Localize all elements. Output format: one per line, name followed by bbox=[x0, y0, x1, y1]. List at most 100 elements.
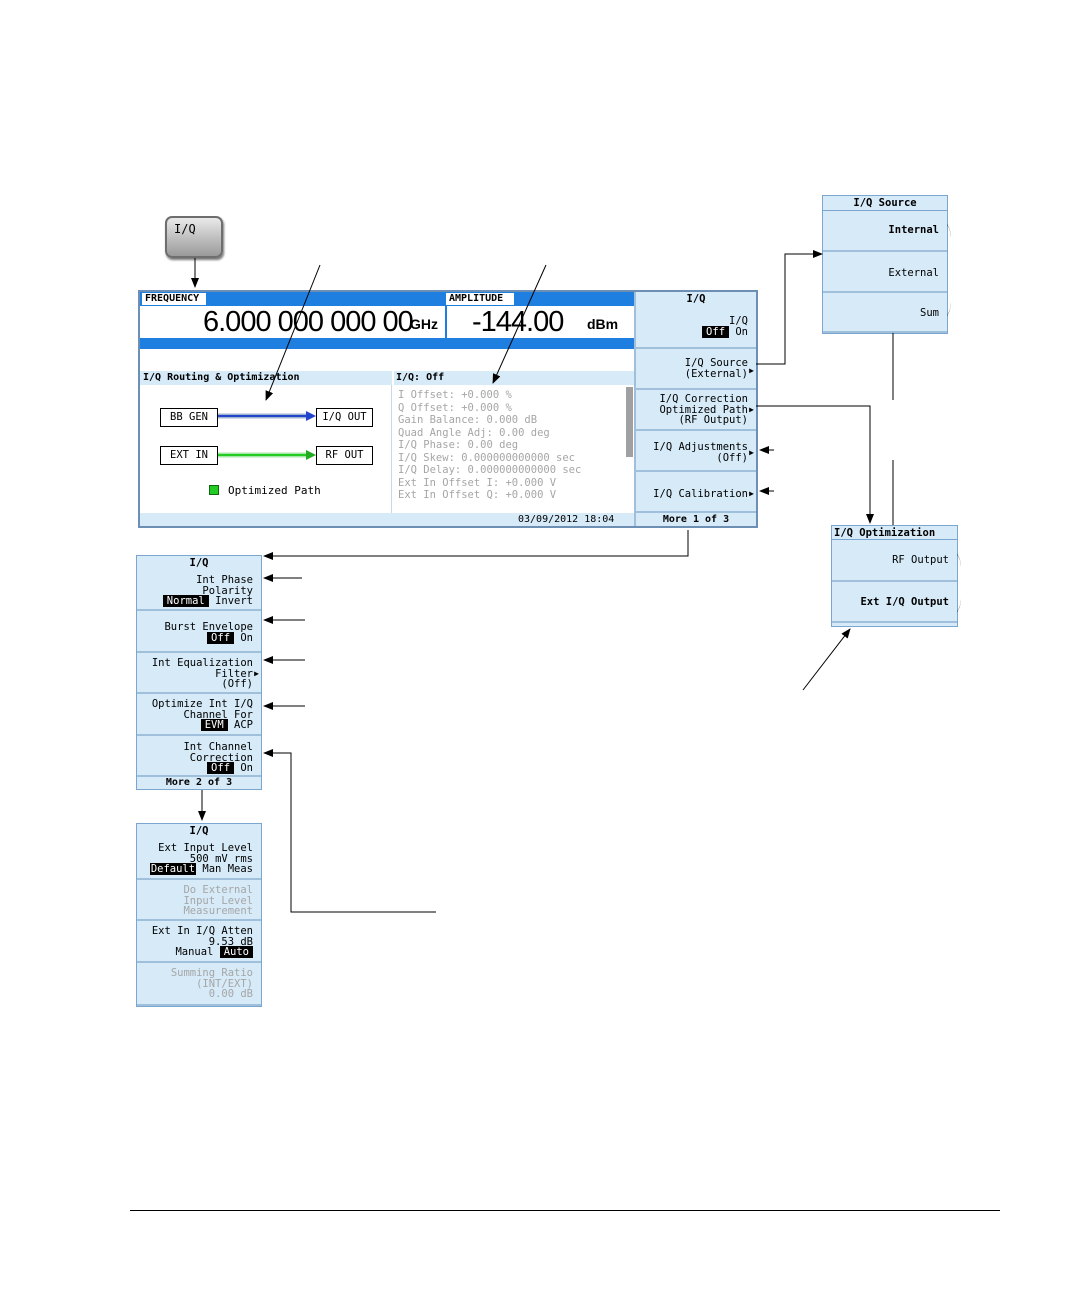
atten-auto-selected: Auto bbox=[219, 946, 253, 958]
optimization-menu-link bbox=[756, 405, 874, 524]
param-iq-delay: I/Q Delay: 0.000000000000 sec bbox=[398, 464, 582, 476]
amplitude-unit: dBm bbox=[587, 316, 619, 332]
int-phase-polarity-softkey[interactable]: Int Phase Polarity Normal Invert bbox=[137, 570, 261, 611]
source-menu-link bbox=[756, 250, 823, 365]
iq-status-title: I/Q: Off bbox=[394, 371, 634, 385]
iq-on-option: On bbox=[735, 325, 748, 338]
iq-correction-value: (RF Output) bbox=[678, 414, 748, 426]
green-path-arrow bbox=[306, 450, 316, 460]
frequency-area[interactable]: 6.000 000 000 00 GHz bbox=[140, 306, 444, 338]
phase-label: Int Phase bbox=[196, 574, 253, 586]
more-2-of-3[interactable]: More 2 of 3 bbox=[165, 777, 233, 788]
iq-source-value: (External) bbox=[684, 367, 748, 380]
softkey-menu-2: I/Q Int Phase Polarity Normal Invert Bur… bbox=[136, 555, 262, 790]
ext-level-default-selected: Default bbox=[149, 863, 197, 875]
iq-calibration-softkey[interactable]: I/Q Calibration ▶ bbox=[636, 472, 756, 513]
chcorr-label: Int Channel bbox=[183, 741, 253, 753]
source-external-softkey[interactable]: External bbox=[823, 252, 947, 293]
amplitude-area[interactable]: -144.00 dBm bbox=[445, 306, 634, 338]
burst-envelope-softkey[interactable]: Burst Envelope Off On bbox=[137, 611, 261, 653]
atten-label: Ext In I/Q Atten bbox=[151, 925, 253, 937]
optimization-ext-iq-output-softkey[interactable]: Ext I/Q Output bbox=[832, 582, 957, 623]
param-iq-skew: I/Q Skew: 0.000000000000 sec bbox=[398, 451, 576, 464]
iq-correction-label-2: Optimized Path bbox=[659, 403, 748, 416]
summing-label-2: (INT/EXT) bbox=[196, 977, 253, 990]
ext-level-meas-option: Meas bbox=[227, 863, 253, 875]
ext-output-callout bbox=[802, 628, 851, 691]
do-ext-label: Do External bbox=[183, 884, 253, 896]
iq-optimization-menu: I/Q Optimization RF Output Ext I/Q Outpu… bbox=[831, 525, 961, 627]
ext-in-iq-atten-softkey[interactable]: Ext In I/Q Atten 9.53 dB Manual Auto bbox=[137, 921, 261, 963]
iq-correction-softkey[interactable]: I/Q Correction Optimized Path (RF Output… bbox=[636, 390, 756, 431]
iq-hardkey[interactable]: I/Q bbox=[165, 216, 223, 258]
source-internal-label: Internal bbox=[888, 224, 939, 236]
source-internal-softkey[interactable]: Internal bbox=[823, 211, 947, 252]
eq-label: Int Equalization bbox=[151, 657, 253, 669]
burst-on-option: On bbox=[240, 631, 253, 644]
param-scrollbar[interactable] bbox=[626, 387, 633, 457]
chcorr-off-selected: Off bbox=[207, 762, 235, 774]
iq-optimization-menu-title: I/Q Optimization bbox=[832, 526, 957, 540]
status-bar bbox=[140, 338, 634, 349]
chcorr-callout bbox=[263, 749, 436, 913]
param-ext-offset-q: Ext In Offset Q: +0.000 V bbox=[398, 489, 557, 501]
source-sum-softkey[interactable]: Sum bbox=[823, 293, 947, 333]
iq-onoff-softkey[interactable]: I/Q Off On bbox=[636, 306, 756, 349]
instrument-screen: FREQUENCY AMPLITUDE 6.000 000 000 00 GHz… bbox=[138, 290, 758, 528]
do-external-measurement-softkey[interactable]: Do External Input Level Measurement bbox=[137, 880, 261, 921]
more-1-link bbox=[263, 530, 689, 560]
softkey-menu-1: I/Q I/Q Off On I/Q Source (External) ▶ I… bbox=[634, 292, 756, 526]
optimize-int-iq-softkey[interactable]: Optimize Int I/Q Channel For EVM ACP bbox=[137, 694, 261, 736]
optimization-rf-output-softkey[interactable]: RF Output bbox=[832, 541, 957, 582]
int-channel-correction-softkey[interactable]: Int Channel Correction Off On bbox=[137, 736, 261, 777]
iq-off-selected: Off bbox=[702, 325, 730, 338]
ext-iq-output-label: Ext I/Q Output bbox=[860, 596, 949, 608]
frequency-unit: GHz bbox=[410, 316, 438, 332]
submenu-arrow-icon: ▶ bbox=[749, 405, 754, 414]
frequency-value: 6.000 000 000 00 bbox=[203, 306, 414, 338]
burst-label: Burst Envelope bbox=[164, 621, 253, 633]
do-ext-label-2: Input Level bbox=[183, 894, 253, 907]
rf-out-block: RF OUT bbox=[316, 446, 373, 465]
summing-ratio-softkey[interactable]: Summing Ratio (INT/EXT) 0.00 dB bbox=[137, 963, 261, 1006]
submenu-arrow-icon: ▶ bbox=[749, 489, 754, 498]
iq-source-menu: I/Q Source Internal External Sum bbox=[822, 195, 951, 334]
routing-paths bbox=[218, 411, 316, 460]
atten-value: 9.53 dB bbox=[208, 935, 253, 948]
iq-adjustments-softkey[interactable]: I/Q Adjustments (Off) ▶ bbox=[636, 431, 756, 472]
iq-softkey-label: I/Q bbox=[729, 315, 748, 327]
submenu-arrow-icon: ▶ bbox=[254, 669, 259, 678]
burst-off-selected: Off bbox=[207, 631, 235, 644]
param-gain-balance: Gain Balance: 0.000 dB bbox=[398, 414, 538, 426]
eq-label-2: Filter bbox=[215, 667, 253, 680]
phase-invert-option: Invert bbox=[215, 595, 253, 607]
ext-level-man-option: Man bbox=[202, 863, 222, 875]
source-sum-label: Sum bbox=[920, 307, 939, 319]
bb-gen-block: BB GEN bbox=[160, 408, 218, 427]
amplitude-value: -144.00 bbox=[472, 306, 564, 338]
summing-label: Summing Ratio bbox=[170, 967, 253, 979]
do-ext-label-3: Measurement bbox=[183, 905, 253, 917]
routing-callout bbox=[265, 264, 321, 401]
iq-source-label: I/Q Source bbox=[684, 357, 748, 369]
frequency-label: FREQUENCY bbox=[142, 293, 206, 305]
eq-value: (Off) bbox=[221, 678, 253, 690]
iq-hardkey-label: I/Q bbox=[174, 222, 196, 236]
ext-input-level-softkey[interactable]: Ext Input Level 500 mV rms Default Man M… bbox=[137, 838, 261, 880]
iq-source-menu-title: I/Q Source bbox=[823, 196, 947, 211]
optimized-path-legend: Optimized Path bbox=[228, 484, 321, 497]
optimize-label: Optimize Int I/Q bbox=[151, 698, 253, 710]
more-1-of-3[interactable]: More 1 of 3 bbox=[662, 514, 730, 525]
iq-parameter-list: I Offset: +0.000 % Q Offset: +0.000 % Ga… bbox=[398, 389, 626, 513]
iq-correction-label: I/Q Correction bbox=[659, 393, 748, 405]
optimize-acp-option: ACP bbox=[234, 719, 253, 731]
status-callout bbox=[492, 264, 547, 384]
ext-in-block: EXT IN bbox=[160, 446, 218, 465]
param-i-offset: I Offset: +0.000 % bbox=[398, 389, 512, 401]
chcorr-label-2: Correction bbox=[189, 751, 253, 764]
iq-source-softkey[interactable]: I/Q Source (External) ▶ bbox=[636, 349, 756, 390]
int-equalization-filter-softkey[interactable]: Int Equalization Filter (Off) ▶ bbox=[137, 653, 261, 694]
ext-level-label: Ext Input Level bbox=[158, 842, 253, 854]
iq-adjustments-label: I/Q Adjustments bbox=[653, 441, 748, 453]
optimize-label-2: Channel For bbox=[183, 708, 253, 721]
